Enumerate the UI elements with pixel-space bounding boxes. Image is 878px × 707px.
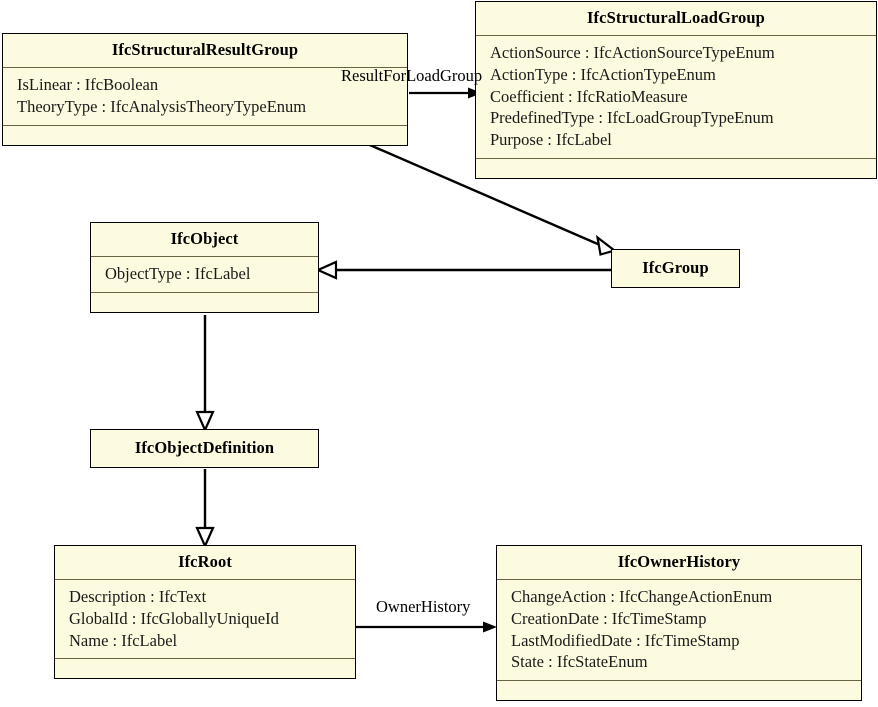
compartment-divider [91,255,318,257]
class-title: IfcRoot [178,552,232,571]
class-title: IfcStructuralResultGroup [111,40,299,59]
attribute-row: ObjectType : IfcLabel [105,263,251,283]
attribute-row: Purpose : IfcLabel [490,130,612,150]
compartment-divider [476,34,876,36]
edge-group-generalization [315,260,611,280]
class-attributes: Description : IfcText GlobalId : IfcGlob… [55,580,355,658]
attribute-row: LastModifiedDate : IfcTimeStamp [511,630,740,650]
compartment-divider [55,658,355,660]
compartment-divider [3,66,407,68]
attribute-row: ActionSource : IfcActionSourceTypeEnum [490,42,775,62]
class-box-ifc-owner-history[interactable]: IfcOwnerHistory ChangeAction : IfcChange… [496,545,862,702]
class-attributes: ChangeAction : IfcChangeActionEnum Creat… [497,580,861,680]
attribute-row: CreationDate : IfcTimeStamp [511,608,707,628]
class-operations [476,159,876,178]
compartment-divider [497,578,861,580]
attribute-row: TheoryType : IfcAnalysisTheoryTypeEnum [17,96,307,116]
edge-result-for-load-group [409,87,482,99]
compartment-divider [497,680,861,682]
attribute-row: IsLinear : IfcBoolean [17,74,159,94]
attribute-row: PredefinedType : IfcLoadGroupTypeEnum [490,108,774,128]
class-attributes: ActionSource : IfcActionSourceTypeEnum A… [476,36,876,158]
attribute-row: ChangeAction : IfcChangeActionEnum [511,586,773,606]
class-title: IfcObjectDefinition [134,438,275,457]
attribute-row: ActionType : IfcActionTypeEnum [490,64,716,84]
attribute-row: Description : IfcText [69,586,207,606]
edge-object-definition-generalization [195,469,215,549]
class-title: IfcStructuralLoadGroup [587,8,765,27]
class-attributes: IsLinear : IfcBoolean TheoryType : IfcAn… [3,68,407,125]
edge-object-generalization [195,315,215,433]
compartment-divider [3,124,407,126]
compartment-divider [91,291,318,293]
class-attributes: ObjectType : IfcLabel [91,257,318,292]
compartment-divider [476,157,876,159]
class-box-ifc-structural-load-group[interactable]: IfcStructuralLoadGroup ActionSource : If… [475,1,877,179]
class-operations [3,126,407,145]
class-box-ifc-object[interactable]: IfcObject ObjectType : IfcLabel [90,222,319,313]
attribute-row: Coefficient : IfcRatioMeasure [490,86,688,106]
attribute-row: Name : IfcLabel [69,630,178,650]
class-operations [497,681,861,700]
class-operations [55,659,355,678]
class-title: IfcGroup [642,258,709,277]
class-box-ifc-object-definition[interactable]: IfcObjectDefinition [90,429,319,468]
attribute-row: State : IfcStateEnum [511,652,648,672]
compartment-divider [55,578,355,580]
class-box-ifc-root[interactable]: IfcRoot Description : IfcText GlobalId :… [54,545,356,680]
edge-label-result-for-load-group: ResultForLoadGroup [341,66,483,85]
class-box-ifc-group[interactable]: IfcGroup [611,249,740,288]
class-box-ifc-structural-result-group[interactable]: IfcStructuralResultGroup IsLinear : IfcB… [2,33,408,146]
edge-label-owner-history: OwnerHistory [376,597,471,616]
class-operations [91,293,318,312]
class-title: IfcObject [170,229,239,248]
class-title: IfcOwnerHistory [617,552,741,571]
attribute-row: GlobalId : IfcGloballyUniqueId [69,608,279,628]
edge-owner-history [356,621,497,633]
